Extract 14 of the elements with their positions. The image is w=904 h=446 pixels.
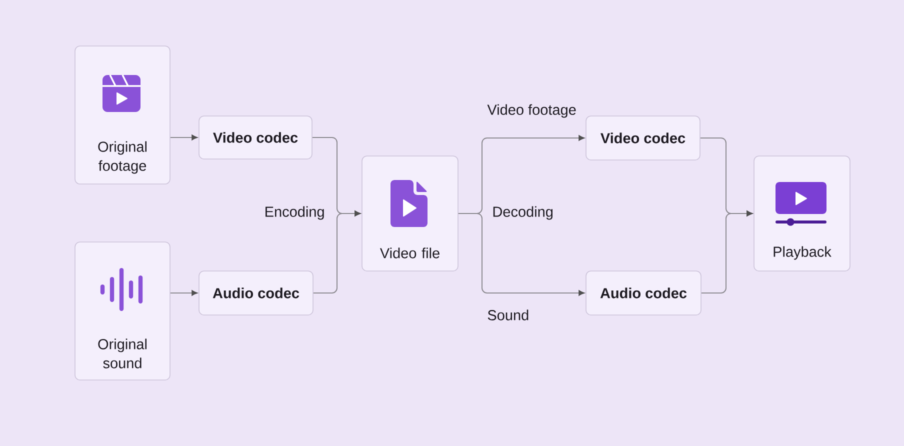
process-box: Audio codec	[586, 270, 702, 316]
edge-label: Video footage	[486, 103, 578, 119]
text-label: Encoding	[263, 205, 326, 221]
process-box: Audio codec	[198, 270, 314, 316]
process-box: Video codec	[586, 116, 700, 160]
edge-label: Sound	[486, 308, 530, 322]
text-label: Decoding	[491, 205, 554, 221]
arrow	[458, 213, 584, 296]
arrow	[700, 210, 752, 294]
icon-card: Original sound	[74, 242, 170, 380]
process-box: Video codec	[198, 116, 312, 160]
arrow	[170, 290, 198, 296]
arrow	[170, 134, 198, 140]
arrow	[312, 210, 360, 294]
